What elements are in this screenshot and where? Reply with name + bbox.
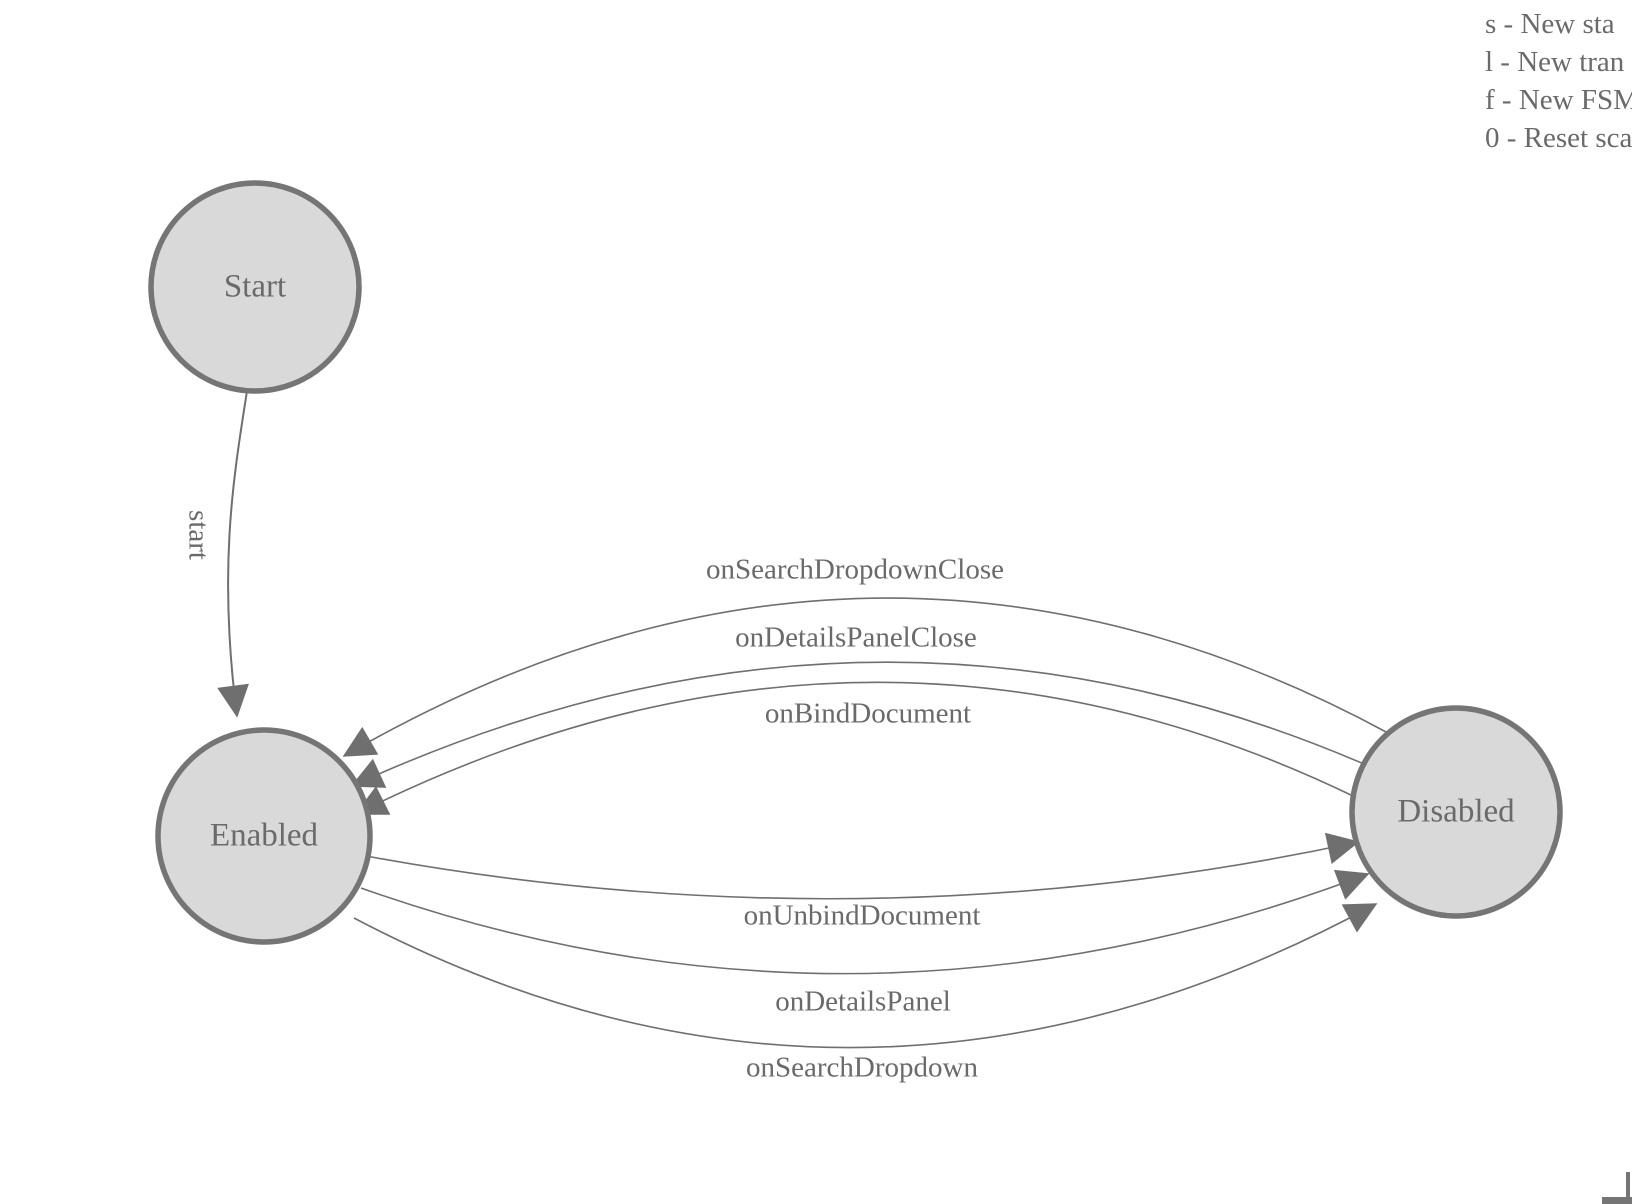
edge-label-onBindDocument: onBindDocument <box>765 698 971 730</box>
state-circle-enabled[interactable] <box>155 727 373 945</box>
edge-onSearchDropdownClose[interactable] <box>342 597 1389 757</box>
corner-mark-vertical <box>1626 1172 1630 1199</box>
legend-line-new-fsm: f - New FSM <box>1485 84 1632 116</box>
edge-onSearchDropdown[interactable] <box>353 903 1378 1049</box>
edge-start[interactable] <box>217 390 249 718</box>
legend-line-new-state: s - New sta <box>1485 8 1615 40</box>
state-label-enabled: Enabled <box>210 818 319 854</box>
state-label-disabled: Disabled <box>1397 794 1515 830</box>
edge-onUnbindDocument[interactable] <box>365 832 1360 900</box>
state-circle-disabled[interactable] <box>1349 705 1563 919</box>
edge-label-start: start <box>182 510 214 560</box>
edge-label-onSearchDropdownClose: onSearchDropdownClose <box>706 554 1004 586</box>
node-enabled[interactable]: Enabled <box>155 727 373 945</box>
node-disabled[interactable]: Disabled <box>1349 705 1563 919</box>
edge-label-layer: start onSearchDropdownClose onDetailsPan… <box>182 510 1004 1084</box>
edge-layer <box>217 390 1389 1049</box>
edge-onDetailsPanel[interactable] <box>360 869 1370 975</box>
state-label-start: Start <box>224 269 286 305</box>
edge-label-onDetailsPanel: onDetailsPanel <box>775 986 951 1018</box>
edge-onBindDocument[interactable] <box>354 681 1354 815</box>
edge-label-onSearchDropdown: onSearchDropdown <box>746 1052 978 1084</box>
legend-line-new-transition: l - New tran <box>1485 46 1625 78</box>
shortcut-legend: s - New sta l - New tran f - New FSM 0 -… <box>1485 8 1632 154</box>
edge-label-onDetailsPanelClose: onDetailsPanelClose <box>735 622 977 654</box>
node-start[interactable]: Start <box>148 180 362 394</box>
state-circle-start[interactable] <box>148 180 362 394</box>
edge-onDetailsPanelClose[interactable] <box>350 661 1365 788</box>
legend-line-reset: 0 - Reset sca <box>1485 122 1632 154</box>
corner-mark-horizontal <box>1602 1197 1632 1204</box>
bottom-right-corner-mark <box>1602 1172 1632 1204</box>
edge-label-onUnbindDocument: onUnbindDocument <box>744 900 981 932</box>
